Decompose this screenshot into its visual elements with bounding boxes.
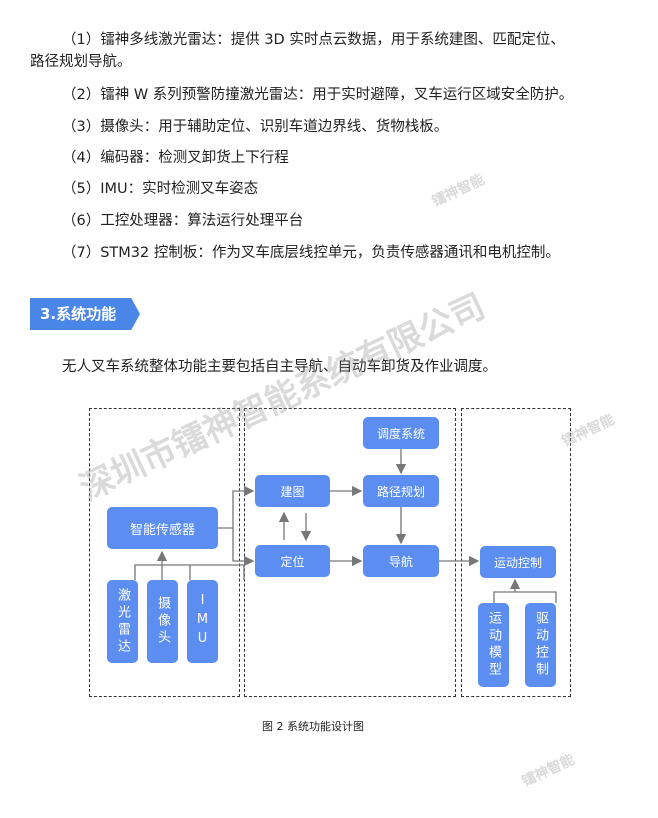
motion-model-box: 运动模型 [478, 603, 509, 687]
mapping-box: 建图 [255, 475, 330, 507]
camera-box: 摄像头 [147, 580, 178, 663]
item-1: （1）镭神多线激光雷达：提供 3D 实时点云数据，用于系统建图、匹配定位、 [62, 32, 565, 48]
processing-frame [244, 408, 456, 697]
control-frame [461, 408, 571, 697]
item-1-cont: 路径规划导航。 [30, 54, 132, 70]
lidar-box: 激光雷达 [107, 580, 138, 663]
figure-caption: 图 2 系统功能设计图 [262, 720, 364, 733]
item-3: （3）摄像头：用于辅助定位、识别车道边界线、货物栈板。 [62, 119, 449, 135]
localization-box: 定位 [255, 545, 330, 577]
smart-sensor-box: 智能传感器 [107, 507, 218, 549]
item-5: （5）IMU：实时检测叉车姿态 [62, 181, 259, 197]
item-4: （4）编码器：检测叉卸货上下行程 [62, 150, 289, 166]
imu-box: IMU [187, 580, 218, 663]
item-6: （6）工控处理器：算法运行处理平台 [62, 213, 304, 229]
section-heading: 3.系统功能 [30, 298, 140, 330]
sensor-frame [89, 408, 240, 697]
path-planning-box: 路径规划 [363, 475, 439, 507]
dispatch-box: 调度系统 [363, 417, 439, 449]
item-7: （7）STM32 控制板：作为叉车底层线控单元，负责传感器通讯和电机控制。 [62, 245, 560, 261]
section-intro: 无人叉车系统整体功能主要包括自主导航、自动车卸货及作业调度。 [62, 359, 497, 375]
motion-control-box: 运动控制 [480, 546, 556, 578]
drive-control-box: 驱动控制 [525, 603, 556, 687]
item-2: （2）镭神 W 系列预警防撞激光雷达：用于实时避障，叉车运行区域安全防护。 [62, 87, 574, 103]
navigation-box: 导航 [363, 545, 439, 577]
